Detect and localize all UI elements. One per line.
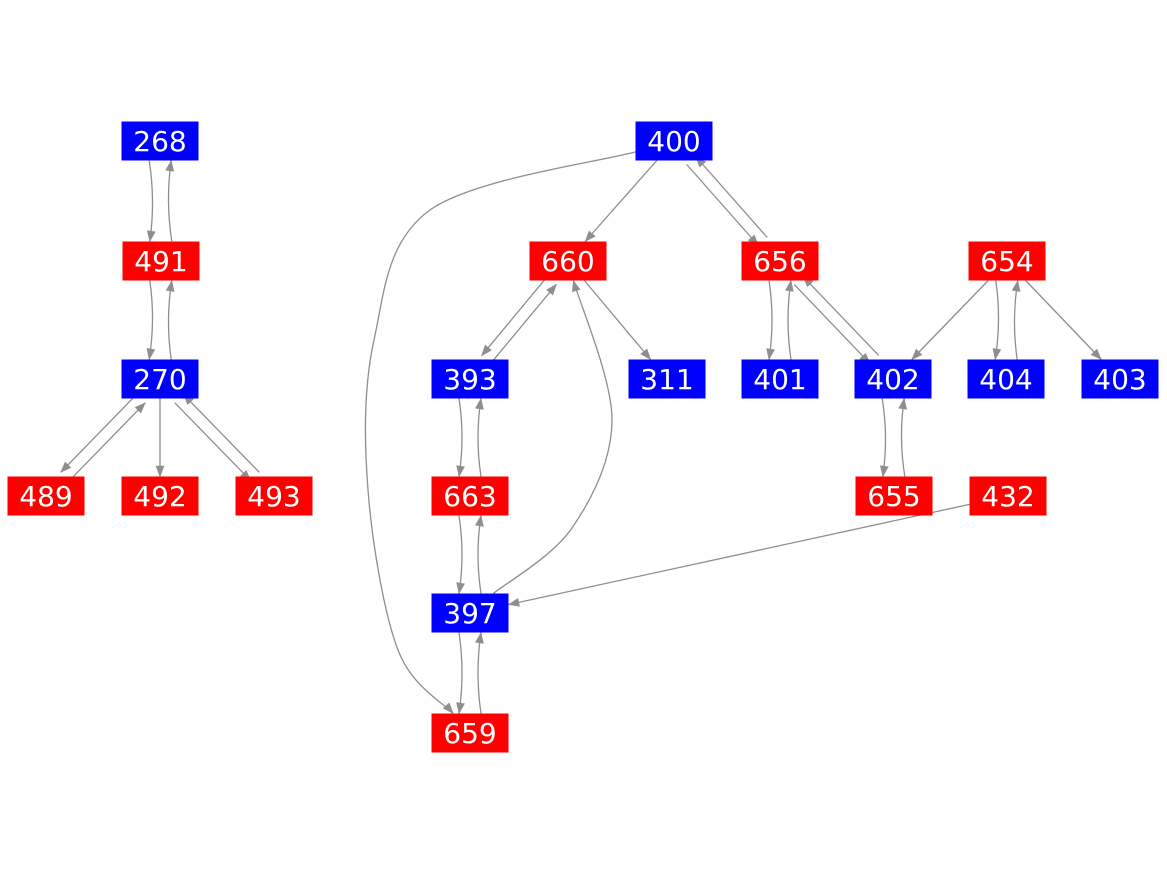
node-492[interactable]: 492 <box>121 476 199 516</box>
edge-270-489 <box>60 393 138 473</box>
edge-660-393 <box>481 276 548 357</box>
edge-660-311 <box>583 280 652 361</box>
node-493[interactable]: 493 <box>235 476 313 516</box>
edge-397-660 <box>492 279 613 594</box>
node-400[interactable]: 400 <box>635 121 713 161</box>
node-box[interactable] <box>628 359 706 399</box>
edge-493-270 <box>182 393 260 473</box>
node-397[interactable]: 397 <box>431 593 509 633</box>
node-box[interactable] <box>121 121 199 161</box>
node-box[interactable] <box>635 121 713 161</box>
node-404[interactable]: 404 <box>967 359 1045 399</box>
edges-layer <box>60 151 1102 715</box>
node-box[interactable] <box>121 359 199 399</box>
node-box[interactable] <box>741 359 819 399</box>
node-270[interactable]: 270 <box>121 359 199 399</box>
edge-270-491 <box>165 279 175 360</box>
node-box[interactable] <box>7 476 85 516</box>
edge-397-659 <box>456 632 465 715</box>
edge-656-402 <box>793 284 871 365</box>
node-491[interactable]: 491 <box>122 241 200 281</box>
edge-654-404 <box>992 280 1002 361</box>
node-268[interactable]: 268 <box>121 121 199 161</box>
edge-656-400 <box>695 155 768 238</box>
node-box[interactable] <box>1081 359 1159 399</box>
node-489[interactable]: 489 <box>7 476 85 516</box>
node-656[interactable]: 656 <box>741 241 819 281</box>
node-654[interactable]: 654 <box>968 241 1046 281</box>
edge-489-270 <box>68 402 146 482</box>
node-box[interactable] <box>121 476 199 516</box>
edge-655-402 <box>898 397 908 477</box>
node-box[interactable] <box>969 476 1047 516</box>
edge-400-659 <box>364 151 636 715</box>
edge-402-656 <box>802 275 880 356</box>
edge-270-493 <box>174 402 252 482</box>
edge-268-491 <box>146 160 156 243</box>
node-659[interactable]: 659 <box>431 713 509 753</box>
node-401[interactable]: 401 <box>741 359 819 399</box>
edge-397-663 <box>475 514 484 594</box>
edge-654-403 <box>1025 280 1102 361</box>
node-box[interactable] <box>431 476 509 516</box>
edge-400-656 <box>686 164 759 247</box>
edge-393-660 <box>490 283 557 364</box>
edge-654-402 <box>911 280 989 361</box>
node-393[interactable]: 393 <box>431 359 509 399</box>
edge-663-393 <box>475 397 484 477</box>
edge-659-397 <box>475 631 484 714</box>
edge-663-397 <box>456 515 465 595</box>
nodes-layer: 268 491 270 489 492 493 400 660 656 654 393 311 401 4… <box>7 121 1159 753</box>
edge-656-401 <box>766 280 775 361</box>
edge-432-397 <box>507 503 970 607</box>
edge-393-663 <box>456 398 465 478</box>
node-box[interactable] <box>235 476 313 516</box>
node-box[interactable] <box>967 359 1045 399</box>
edge-402-655 <box>879 398 889 478</box>
edge-491-270 <box>146 280 156 361</box>
node-box[interactable] <box>122 241 200 281</box>
node-box[interactable] <box>854 359 932 399</box>
node-432[interactable]: 432 <box>969 476 1047 516</box>
node-box[interactable] <box>431 593 509 633</box>
node-311[interactable]: 311 <box>628 359 706 399</box>
node-663[interactable]: 663 <box>431 476 509 516</box>
node-box[interactable] <box>855 476 933 516</box>
node-box[interactable] <box>431 359 509 399</box>
edge-491-268 <box>165 159 175 242</box>
node-655[interactable]: 655 <box>855 476 933 516</box>
node-box[interactable] <box>529 241 607 281</box>
node-box[interactable] <box>431 713 509 753</box>
edge-404-654 <box>1011 279 1021 360</box>
node-box[interactable] <box>741 241 819 281</box>
node-box[interactable] <box>968 241 1046 281</box>
edge-400-660 <box>584 160 658 243</box>
node-403[interactable]: 403 <box>1081 359 1159 399</box>
node-660[interactable]: 660 <box>529 241 607 281</box>
edge-401-656 <box>785 279 794 360</box>
node-402[interactable]: 402 <box>854 359 932 399</box>
